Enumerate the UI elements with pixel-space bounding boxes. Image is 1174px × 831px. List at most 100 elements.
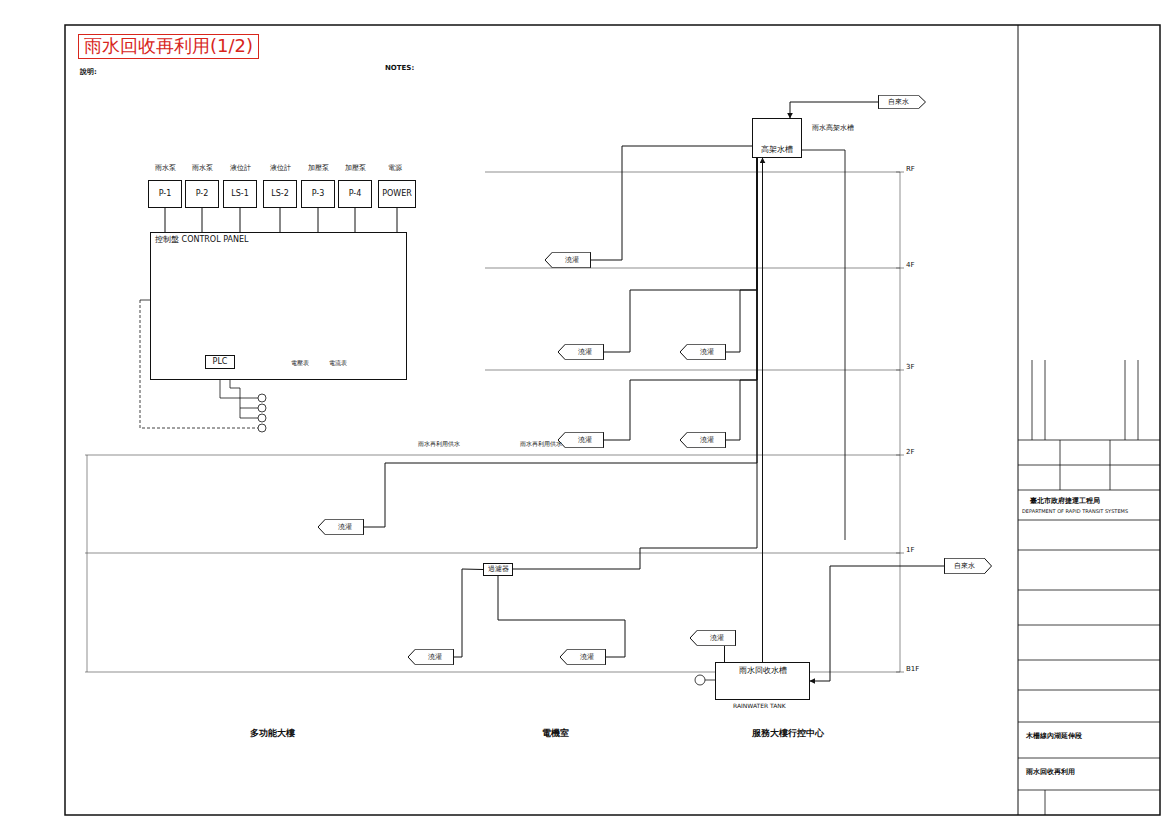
pipe-line bbox=[318, 208, 319, 232]
tag-shape bbox=[318, 519, 364, 535]
line-work bbox=[485, 268, 900, 269]
pipe-line bbox=[591, 146, 752, 260]
drawing-label: 木柵線內湖延伸段 bbox=[1026, 732, 1082, 740]
pipe-line bbox=[397, 208, 398, 232]
drawing-label: NOTES: bbox=[385, 64, 414, 72]
line-work bbox=[896, 455, 904, 456]
node-label: 澆灌 bbox=[700, 436, 714, 444]
line-work bbox=[1018, 490, 1160, 491]
line-work bbox=[485, 370, 900, 371]
line-work bbox=[1018, 520, 1160, 521]
drawing-label: RAINWATER TANK bbox=[733, 703, 786, 710]
sheet-border bbox=[65, 25, 1160, 815]
pipe-line bbox=[604, 158, 757, 440]
pipe-line bbox=[498, 576, 625, 657]
drawing-label: 加壓泵 bbox=[302, 164, 334, 172]
pipe-line bbox=[240, 208, 241, 232]
equipment-box: P-3 bbox=[301, 180, 335, 208]
node-label: 自來水 bbox=[888, 98, 909, 106]
equipment-box: PLC bbox=[205, 355, 235, 369]
outlet-tag: 澆灌 bbox=[408, 649, 454, 665]
drawing-label: 多功能大樓 bbox=[250, 728, 295, 738]
drawing-label: 液位計 bbox=[264, 164, 296, 172]
line-work bbox=[1045, 790, 1046, 815]
tag-shape bbox=[680, 344, 726, 360]
equipment-box: 雨水回收水槽 bbox=[715, 662, 810, 700]
line-work bbox=[896, 268, 904, 269]
outlet-tag: 澆灌 bbox=[560, 649, 606, 665]
drawing-label: 電壓表 bbox=[288, 360, 312, 367]
line-work bbox=[1018, 590, 1160, 591]
tag-shape bbox=[560, 649, 606, 665]
outlet-tag: 澆灌 bbox=[318, 519, 364, 535]
line-work bbox=[896, 553, 904, 554]
drawing-label: 雨水回收再利用 bbox=[1026, 768, 1075, 776]
line-work bbox=[802, 150, 845, 540]
title-block-edge bbox=[1018, 25, 1019, 815]
line-work bbox=[85, 553, 900, 554]
node-label: 澆灌 bbox=[428, 653, 442, 661]
outlet-tag: 澆灌 bbox=[558, 432, 604, 448]
pipe-line bbox=[454, 569, 483, 657]
drawing-label: 電流表 bbox=[326, 360, 350, 367]
line-work bbox=[900, 172, 901, 672]
equipment-box: 控制盤 CONTROL PANELPLC bbox=[150, 232, 407, 380]
pipe-line bbox=[165, 208, 166, 232]
pipe-line bbox=[726, 158, 757, 440]
pipe-line bbox=[726, 158, 757, 352]
overflow-pipe bbox=[802, 150, 845, 540]
line-work bbox=[1018, 660, 1160, 661]
equipment-box: LS-2 bbox=[263, 180, 297, 208]
outlet-tag: 澆灌 bbox=[558, 344, 604, 360]
drawing-label: 雨水泵 bbox=[149, 164, 181, 172]
outlet-tag: 澆灌 bbox=[680, 344, 726, 360]
equipment-box: 高架水槽 bbox=[752, 118, 802, 158]
drawing-label: 4F bbox=[906, 261, 914, 269]
line-work bbox=[1018, 440, 1160, 441]
outlet-tag: 澆灌 bbox=[545, 252, 591, 268]
pipe-line bbox=[513, 158, 757, 569]
node-label: 澆灌 bbox=[700, 348, 714, 356]
node-label: 高架水槽 bbox=[761, 145, 793, 154]
line-work bbox=[1032, 360, 1033, 440]
drawing-label: 雨水再利用供水 bbox=[418, 441, 460, 448]
node-label: LS-2 bbox=[271, 189, 289, 198]
outlet-tag: 澆灌 bbox=[680, 432, 726, 448]
drawing-label: 3F bbox=[906, 363, 914, 371]
drawing-label: 2F bbox=[906, 448, 914, 456]
node-label: 自來水 bbox=[954, 562, 975, 570]
tank-fittings bbox=[695, 124, 794, 690]
line-work bbox=[258, 394, 266, 402]
node-label: 澆灌 bbox=[578, 348, 592, 356]
drawing-label: 服務大樓行控中心 bbox=[752, 728, 824, 738]
drawing-label: 電源 bbox=[379, 164, 411, 172]
line-work bbox=[1018, 758, 1160, 759]
floor-lines bbox=[85, 172, 904, 672]
node-label: 澆灌 bbox=[565, 256, 579, 264]
equipment-box: POWER bbox=[378, 180, 416, 208]
node-label: P-1 bbox=[159, 189, 172, 198]
pipe-line bbox=[724, 646, 725, 662]
line-work bbox=[87, 455, 88, 672]
pipe-line bbox=[280, 208, 281, 232]
line-work bbox=[695, 675, 705, 685]
equipment-box: P-2 bbox=[185, 180, 219, 208]
line-work bbox=[1060, 440, 1061, 490]
outlet-tag: 澆灌 bbox=[690, 630, 736, 646]
node-label: 澆灌 bbox=[338, 523, 352, 531]
line-work bbox=[258, 404, 266, 412]
line-work bbox=[1045, 360, 1046, 440]
line-work bbox=[1018, 690, 1160, 691]
tag-shape bbox=[878, 95, 925, 109]
node-label: P-2 bbox=[196, 189, 209, 198]
line-work bbox=[258, 424, 266, 432]
equipment-box: LS-1 bbox=[223, 180, 257, 208]
pipe-line bbox=[790, 102, 878, 118]
drawing-label: 雨水高架水槽 bbox=[812, 124, 854, 132]
outlet-tag: 自來水 bbox=[944, 558, 992, 574]
tag-shape bbox=[558, 344, 604, 360]
drawing-label: 1F bbox=[906, 546, 914, 554]
